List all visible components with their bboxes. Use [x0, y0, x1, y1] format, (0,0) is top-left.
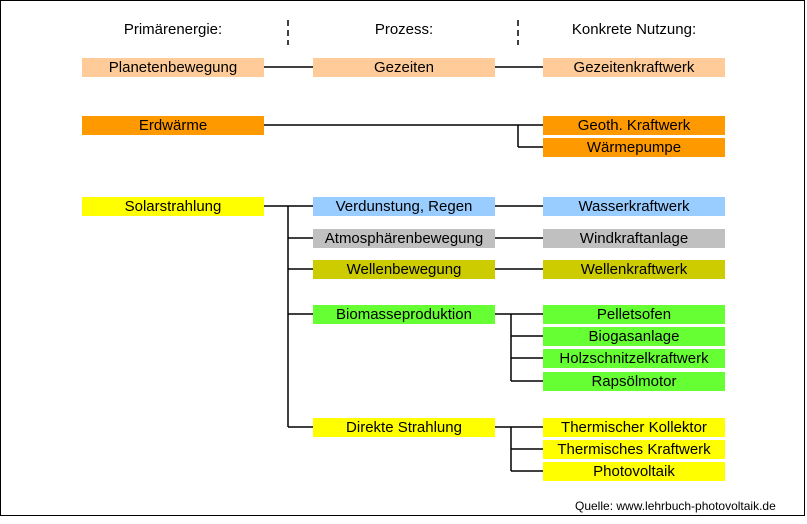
box-atmosphaerenbewegung: Atmosphärenbewegung [313, 229, 495, 248]
box-wellenbewegung: Wellenbewegung [313, 260, 495, 279]
source-credit: Quelle: www.lehrbuch-photovoltaik.de [575, 499, 776, 513]
box-thermisches-kraftwerk: Thermisches Kraftwerk [543, 440, 725, 459]
box-wellenkraftwerk: Wellenkraftwerk [543, 260, 725, 279]
box-rapsoelmotor: Rapsölmotor [543, 372, 725, 391]
box-solarstrahlung: Solarstrahlung [82, 197, 264, 216]
box-pelletsofen: Pelletsofen [543, 305, 725, 324]
box-holzschnitzelkraftwerk: Holzschnitzelkraftwerk [543, 349, 725, 368]
header-primary: Primärenergie: [123, 21, 223, 38]
box-wasserkraftwerk: Wasserkraftwerk [543, 197, 725, 216]
header-usage: Konkrete Nutzung: [571, 21, 697, 38]
box-biogasanlage: Biogasanlage [543, 327, 725, 346]
box-photovoltaik: Photovoltaik [543, 462, 725, 481]
box-windkraftanlage: Windkraftanlage [543, 229, 725, 248]
box-gezeitenkraftwerk: Gezeitenkraftwerk [543, 58, 725, 77]
box-gezeiten: Gezeiten [313, 58, 495, 77]
box-erdwaerme: Erdwärme [82, 116, 264, 135]
box-thermischer-kollektor: Thermischer Kollektor [543, 418, 725, 437]
box-waermepumpe: Wärmepumpe [543, 138, 725, 157]
box-biomasseproduktion: Biomasseproduktion [313, 305, 495, 324]
header-process: Prozess: [374, 21, 434, 38]
box-direkte-strahlung: Direkte Strahlung [313, 418, 495, 437]
box-geothermie-kraftwerk: Geoth. Kraftwerk [543, 116, 725, 135]
box-verdunstung-regen: Verdunstung, Regen [313, 197, 495, 216]
box-planetenbewegung: Planetenbewegung [82, 58, 264, 77]
